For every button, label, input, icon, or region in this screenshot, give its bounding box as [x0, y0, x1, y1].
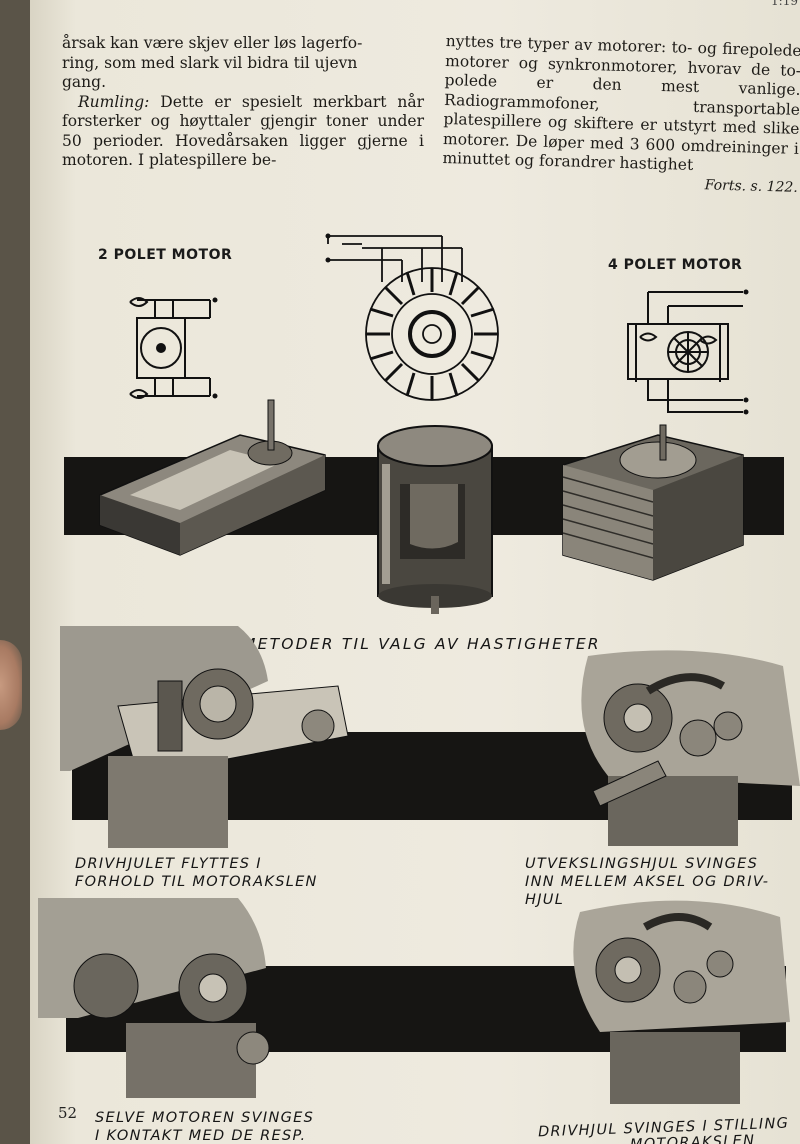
drive-wheel-swung-illustration	[573, 900, 790, 1104]
caption-intermediate-l2: INN MELLEM AKSEL OG DRIV-	[525, 874, 770, 890]
text-line: gang.	[62, 73, 106, 91]
caption-intermediate-l1: UTVEKSLINGSHJUL SVINGES	[525, 856, 759, 872]
four-pole-schematic	[627, 289, 749, 415]
caption-intermediate-l3: HJUL	[525, 892, 565, 908]
two-pole-motor-illustration	[99, 399, 326, 556]
text-line: årsak kan være skjev eller løs lagerfo-	[62, 34, 363, 52]
right-paragraph: nyttes tre typer av motorer: to- og fire…	[442, 32, 800, 174]
rumling-term: Rumling:	[78, 92, 150, 111]
thumb	[0, 640, 22, 730]
corner-number: 1:19	[771, 0, 798, 8]
four-pole-motor-illustration	[562, 424, 744, 581]
right-text-column: nyttes tre typer av motorer: to- og fire…	[442, 32, 800, 198]
caption-motor-swung-l1: SELVE MOTOREN SVINGES	[95, 1110, 315, 1126]
drive-wheel-moved-illustration	[60, 626, 349, 848]
four-pole-label: 4 POLET MOTOR	[608, 257, 743, 273]
book-page: 1:19 årsak kan være skjev eller løs lage…	[30, 0, 800, 1144]
text-line: ring, som med slark vil bidra til ujevn	[62, 53, 358, 72]
synchronous-motor-illustration	[377, 425, 493, 614]
left-text-column: årsak kan være skjev eller løs lagerfo- …	[62, 34, 424, 171]
rumling-text: Dette er spesielt merkbart når forsterke…	[62, 92, 424, 170]
methods-title: METODER TIL VALG AV HASTIGHETER	[242, 635, 601, 653]
rumling-paragraph: Rumling: Dette er spesielt merkbart når …	[62, 93, 424, 171]
page-number: 52	[58, 1104, 78, 1122]
two-pole-label: 2 POLET MOTOR	[98, 247, 233, 263]
intermediate-wheel-illustration	[581, 650, 800, 846]
caption-drive-wheel-l2: FORHOLD TIL MOTORAKSLEN	[75, 874, 318, 890]
motor-swung-illustration	[38, 898, 270, 1098]
two-pole-schematic	[129, 297, 218, 399]
synchronous-motor-schematic	[325, 233, 499, 401]
caption-drive-wheel-l1: DRIVHJULET FLYTTES I	[75, 856, 262, 872]
caption-motor-swung-l2: I KONTAKT MED DE RESP.	[95, 1128, 307, 1144]
